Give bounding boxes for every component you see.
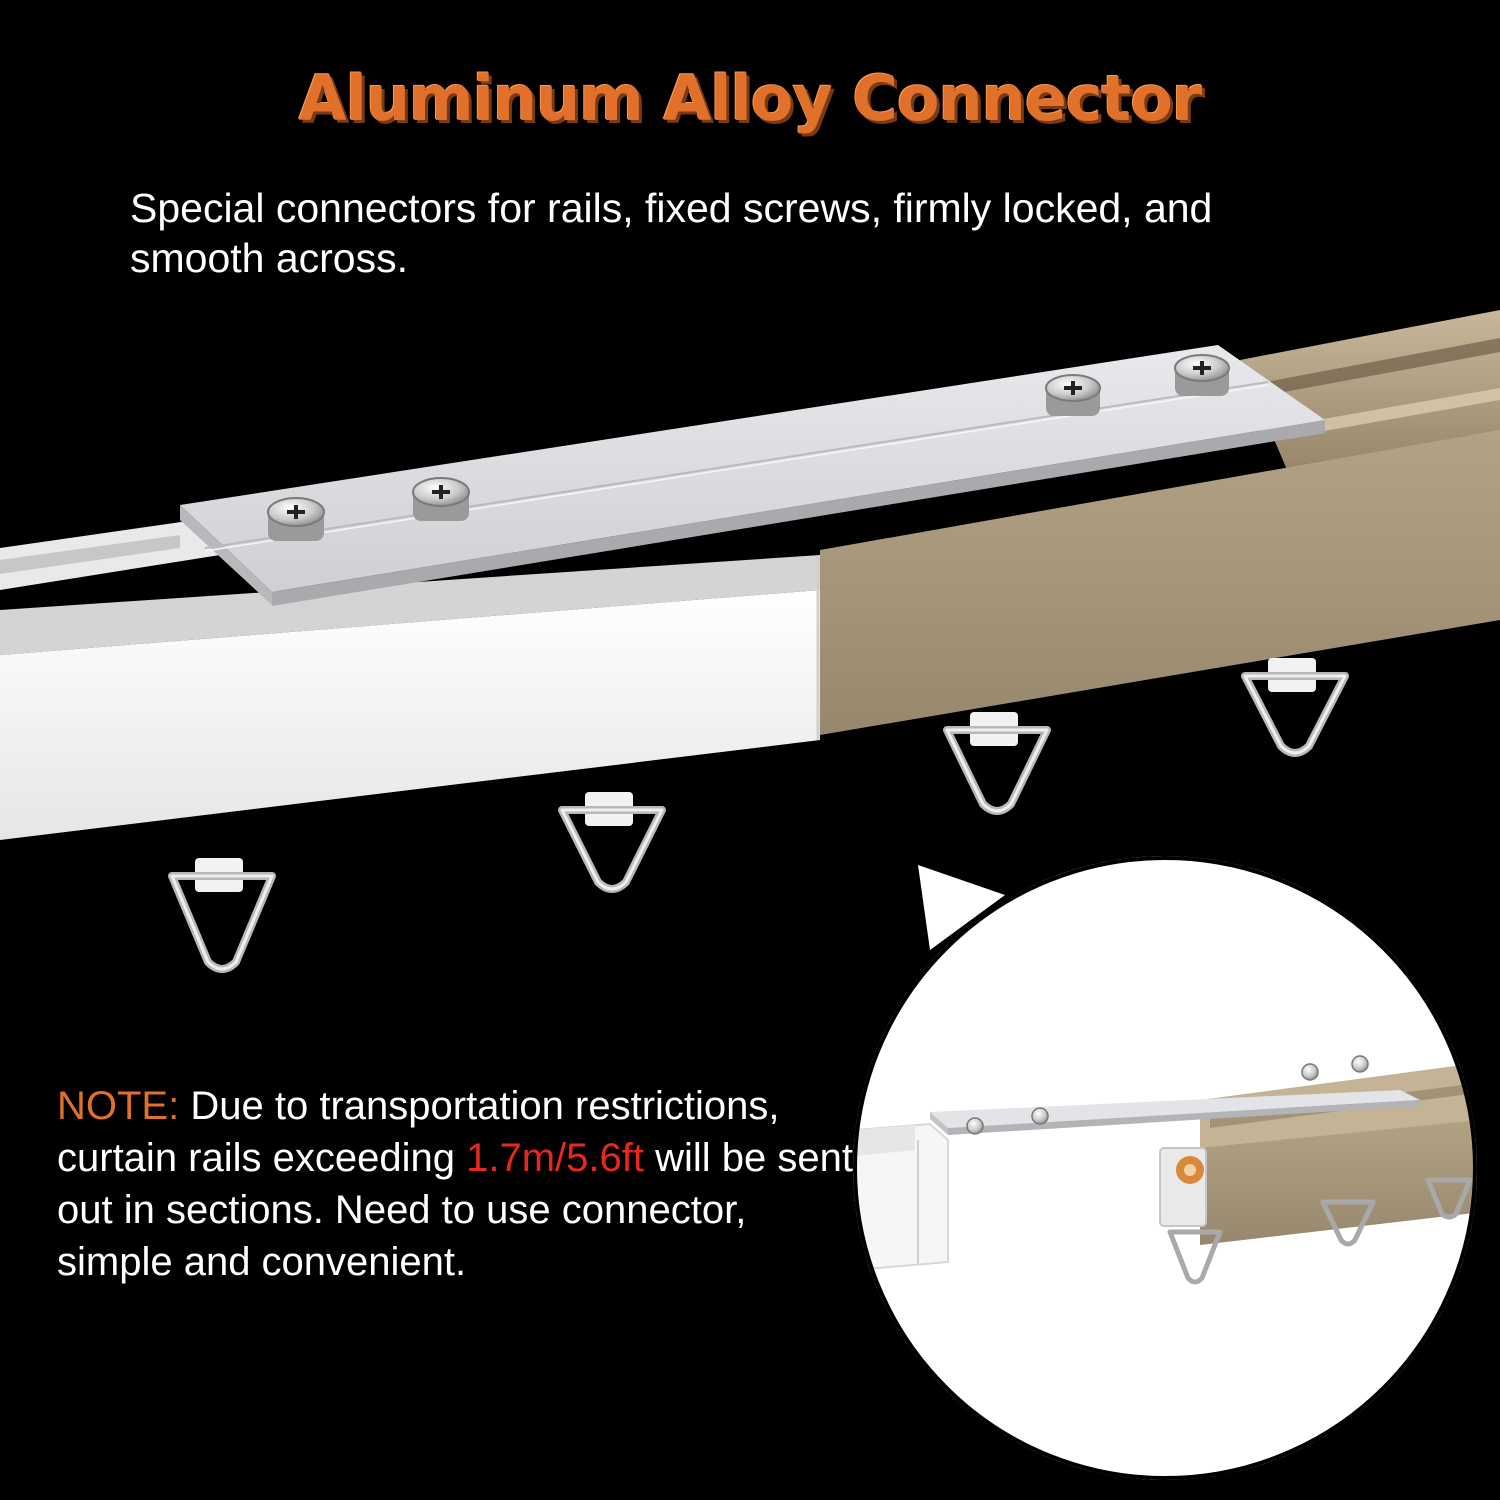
curtain-hook-icon xyxy=(943,712,1051,815)
phillips-screw-icon xyxy=(1174,354,1230,396)
note-text-part-2: will be sent out in sections. Need to us… xyxy=(57,1136,853,1284)
note-text: NOTE: Due to transportation restrictions… xyxy=(57,1080,857,1288)
white-rail xyxy=(0,520,820,840)
note-text-part-1: Due to transportation restrictions, curt… xyxy=(57,1084,780,1180)
subtitle-text: Special connectors for rails, fixed scre… xyxy=(130,185,1213,281)
phillips-screw-icon xyxy=(1045,374,1101,416)
note-label: NOTE: xyxy=(57,1084,180,1128)
note-size-highlight: 1.7m/5.6ft xyxy=(466,1136,644,1180)
zoom-callout xyxy=(853,856,1477,1480)
beige-rail xyxy=(820,310,1500,735)
curtain-hook-icon xyxy=(1241,658,1349,757)
phillips-screw-icon xyxy=(412,477,470,521)
curtain-hook-icon xyxy=(558,792,666,893)
curtain-hook-icon xyxy=(168,858,276,973)
page-title: Aluminum Alloy Connector xyxy=(298,62,1203,135)
phillips-screw-icon xyxy=(267,497,325,541)
